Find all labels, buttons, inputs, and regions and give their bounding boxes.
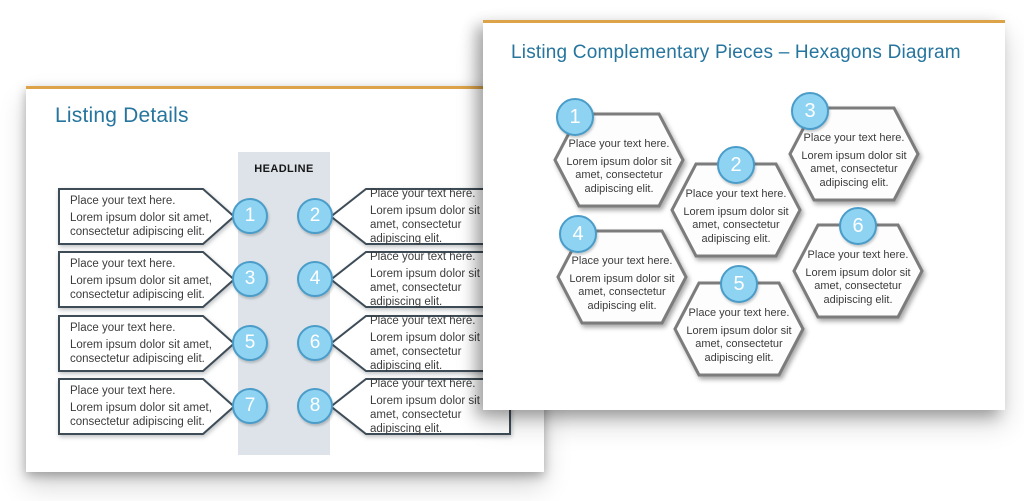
step-number-badge: 1 bbox=[556, 98, 594, 136]
step-number: 4 bbox=[572, 222, 584, 245]
callout-heading: Place your text here. bbox=[370, 315, 476, 327]
step-number: 6 bbox=[852, 214, 864, 237]
callout-heading: Place your text here. bbox=[70, 322, 176, 334]
hexagon-heading: Place your text here. bbox=[568, 138, 670, 150]
hexagon-body: Lorem ipsum dolor sit amet, consectetur … bbox=[566, 155, 672, 195]
hexagon-body: Lorem ipsum dolor sit amet, consectetur … bbox=[683, 205, 789, 245]
slide-accent-bar bbox=[26, 86, 544, 89]
step-number-badge: 4 bbox=[559, 215, 597, 253]
callout-body: Lorem ipsum dolor sit amet, consectetur … bbox=[70, 212, 212, 238]
callout-text: Place your text here. Lorem ipsum dolor … bbox=[370, 315, 506, 372]
callout-heading: Place your text here. bbox=[70, 385, 176, 397]
step-number-badge: 5 bbox=[720, 265, 758, 303]
callout-text: Place your text here. Lorem ipsum dolor … bbox=[70, 315, 220, 372]
hexagon-heading: Place your text here. bbox=[803, 132, 905, 144]
step-number-badge: 3 bbox=[791, 92, 829, 130]
callout-heading: Place your text here. bbox=[370, 378, 476, 390]
callout-arrow-shape bbox=[58, 315, 236, 372]
hexagon-shape bbox=[792, 223, 924, 319]
hexagon-heading: Place your text here. bbox=[807, 249, 909, 261]
callout-heading: Place your text here. bbox=[370, 251, 476, 263]
step-number: 1 bbox=[244, 205, 256, 226]
slide-listing-details: Listing Details HEADLINE Place your text… bbox=[26, 86, 544, 472]
callout-arrow-shape bbox=[58, 188, 236, 245]
step-number: 5 bbox=[733, 272, 745, 295]
hexagon-5: Place your text here. Lorem ipsum dolor … bbox=[673, 265, 805, 377]
slide-title: Listing Complementary Pieces – Hexagons … bbox=[511, 42, 961, 63]
callout-8: Place your text here. Lorem ipsum dolor … bbox=[297, 378, 511, 435]
hexagon-text: Place your text here. Lorem ipsum dolor … bbox=[566, 255, 678, 313]
callout-body: Lorem ipsum dolor sit amet, consectetur … bbox=[370, 332, 480, 372]
callout-body: Lorem ipsum dolor sit amet, consectetur … bbox=[70, 339, 212, 365]
step-number-badge: 2 bbox=[297, 198, 333, 234]
step-number-badge: 8 bbox=[297, 388, 333, 424]
callout-body: Lorem ipsum dolor sit amet, consectetur … bbox=[370, 205, 480, 245]
hexagon-1: Place your text here. Lorem ipsum dolor … bbox=[553, 98, 685, 208]
hexagon-body: Lorem ipsum dolor sit amet, consectetur … bbox=[801, 149, 907, 189]
hexagon-text: Place your text here. Lorem ipsum dolor … bbox=[683, 307, 795, 365]
hexagon-text: Place your text here. Lorem ipsum dolor … bbox=[798, 132, 910, 190]
callout-arrow-shape bbox=[58, 378, 236, 435]
callout-text: Place your text here. Lorem ipsum dolor … bbox=[70, 188, 220, 245]
callout-1: Place your text here. Lorem ipsum dolor … bbox=[58, 188, 268, 245]
hexagon-text: Place your text here. Lorem ipsum dolor … bbox=[680, 188, 792, 246]
hexagon-shape bbox=[670, 162, 802, 258]
step-number: 2 bbox=[730, 153, 742, 176]
hexagon-text: Place your text here. Lorem ipsum dolor … bbox=[802, 249, 914, 307]
hexagon-heading: Place your text here. bbox=[571, 255, 673, 267]
callout-heading: Place your text here. bbox=[70, 195, 176, 207]
callout-body: Lorem ipsum dolor sit amet, consectetur … bbox=[70, 402, 212, 428]
step-number-badge: 7 bbox=[232, 388, 268, 424]
step-number-badge: 5 bbox=[232, 325, 268, 361]
callout-text: Place your text here. Lorem ipsum dolor … bbox=[370, 188, 506, 245]
headline-label: HEADLINE bbox=[254, 163, 314, 175]
callout-arrow-shape bbox=[58, 251, 236, 308]
step-number: 1 bbox=[569, 105, 581, 128]
step-number: 4 bbox=[309, 268, 321, 289]
hexagon-6: Place your text here. Lorem ipsum dolor … bbox=[792, 207, 924, 319]
callout-body: Lorem ipsum dolor sit amet, consectetur … bbox=[370, 268, 480, 308]
hexagon-4: Place your text here. Lorem ipsum dolor … bbox=[556, 215, 688, 325]
step-number-badge: 2 bbox=[717, 146, 755, 184]
hexagon-body: Lorem ipsum dolor sit amet, consectetur … bbox=[805, 266, 911, 306]
callout-heading: Place your text here. bbox=[370, 188, 476, 200]
callout-7: Place your text here. Lorem ipsum dolor … bbox=[58, 378, 268, 435]
callout-body: Lorem ipsum dolor sit amet, consectetur … bbox=[70, 275, 212, 301]
callout-text: Place your text here. Lorem ipsum dolor … bbox=[70, 251, 220, 308]
callout-5: Place your text here. Lorem ipsum dolor … bbox=[58, 315, 268, 372]
callout-4: Place your text here. Lorem ipsum dolor … bbox=[297, 251, 511, 308]
step-number: 3 bbox=[804, 99, 816, 122]
step-number: 3 bbox=[244, 268, 256, 289]
hexagon-shape bbox=[673, 281, 805, 377]
step-number-badge: 3 bbox=[232, 261, 268, 297]
hexagon-heading: Place your text here. bbox=[688, 307, 790, 319]
hexagon-body: Lorem ipsum dolor sit amet, consectetur … bbox=[686, 324, 792, 364]
hexagon-body: Lorem ipsum dolor sit amet, consectetur … bbox=[569, 272, 675, 312]
callout-2: Place your text here. Lorem ipsum dolor … bbox=[297, 188, 511, 245]
slide-accent-bar bbox=[483, 20, 1005, 23]
callout-body: Lorem ipsum dolor sit amet, consectetur … bbox=[370, 395, 480, 435]
callout-text: Place your text here. Lorem ipsum dolor … bbox=[370, 378, 506, 435]
callout-text: Place your text here. Lorem ipsum dolor … bbox=[370, 251, 506, 308]
hexagon-2: Place your text here. Lorem ipsum dolor … bbox=[670, 146, 802, 258]
step-number-badge: 6 bbox=[839, 207, 877, 245]
step-number: 5 bbox=[244, 332, 256, 353]
callout-heading: Place your text here. bbox=[70, 258, 176, 270]
hexagon-text: Place your text here. Lorem ipsum dolor … bbox=[563, 138, 675, 196]
hexagon-3: Place your text here. Lorem ipsum dolor … bbox=[788, 92, 920, 202]
step-number: 2 bbox=[309, 205, 321, 226]
callout-text: Place your text here. Lorem ipsum dolor … bbox=[70, 378, 220, 435]
hexagon-heading: Place your text here. bbox=[685, 188, 787, 200]
callout-6: Place your text here. Lorem ipsum dolor … bbox=[297, 315, 511, 372]
step-number-badge: 4 bbox=[297, 261, 333, 297]
callout-arrow-shape bbox=[329, 378, 511, 435]
callout-3: Place your text here. Lorem ipsum dolor … bbox=[58, 251, 268, 308]
step-number: 6 bbox=[309, 332, 321, 353]
step-number: 7 bbox=[244, 395, 256, 416]
step-number: 8 bbox=[309, 395, 321, 416]
step-number-badge: 1 bbox=[232, 198, 268, 234]
step-number-badge: 6 bbox=[297, 325, 333, 361]
slide-title: Listing Details bbox=[55, 104, 189, 127]
slide-hexagons-diagram: Listing Complementary Pieces – Hexagons … bbox=[483, 20, 1005, 410]
